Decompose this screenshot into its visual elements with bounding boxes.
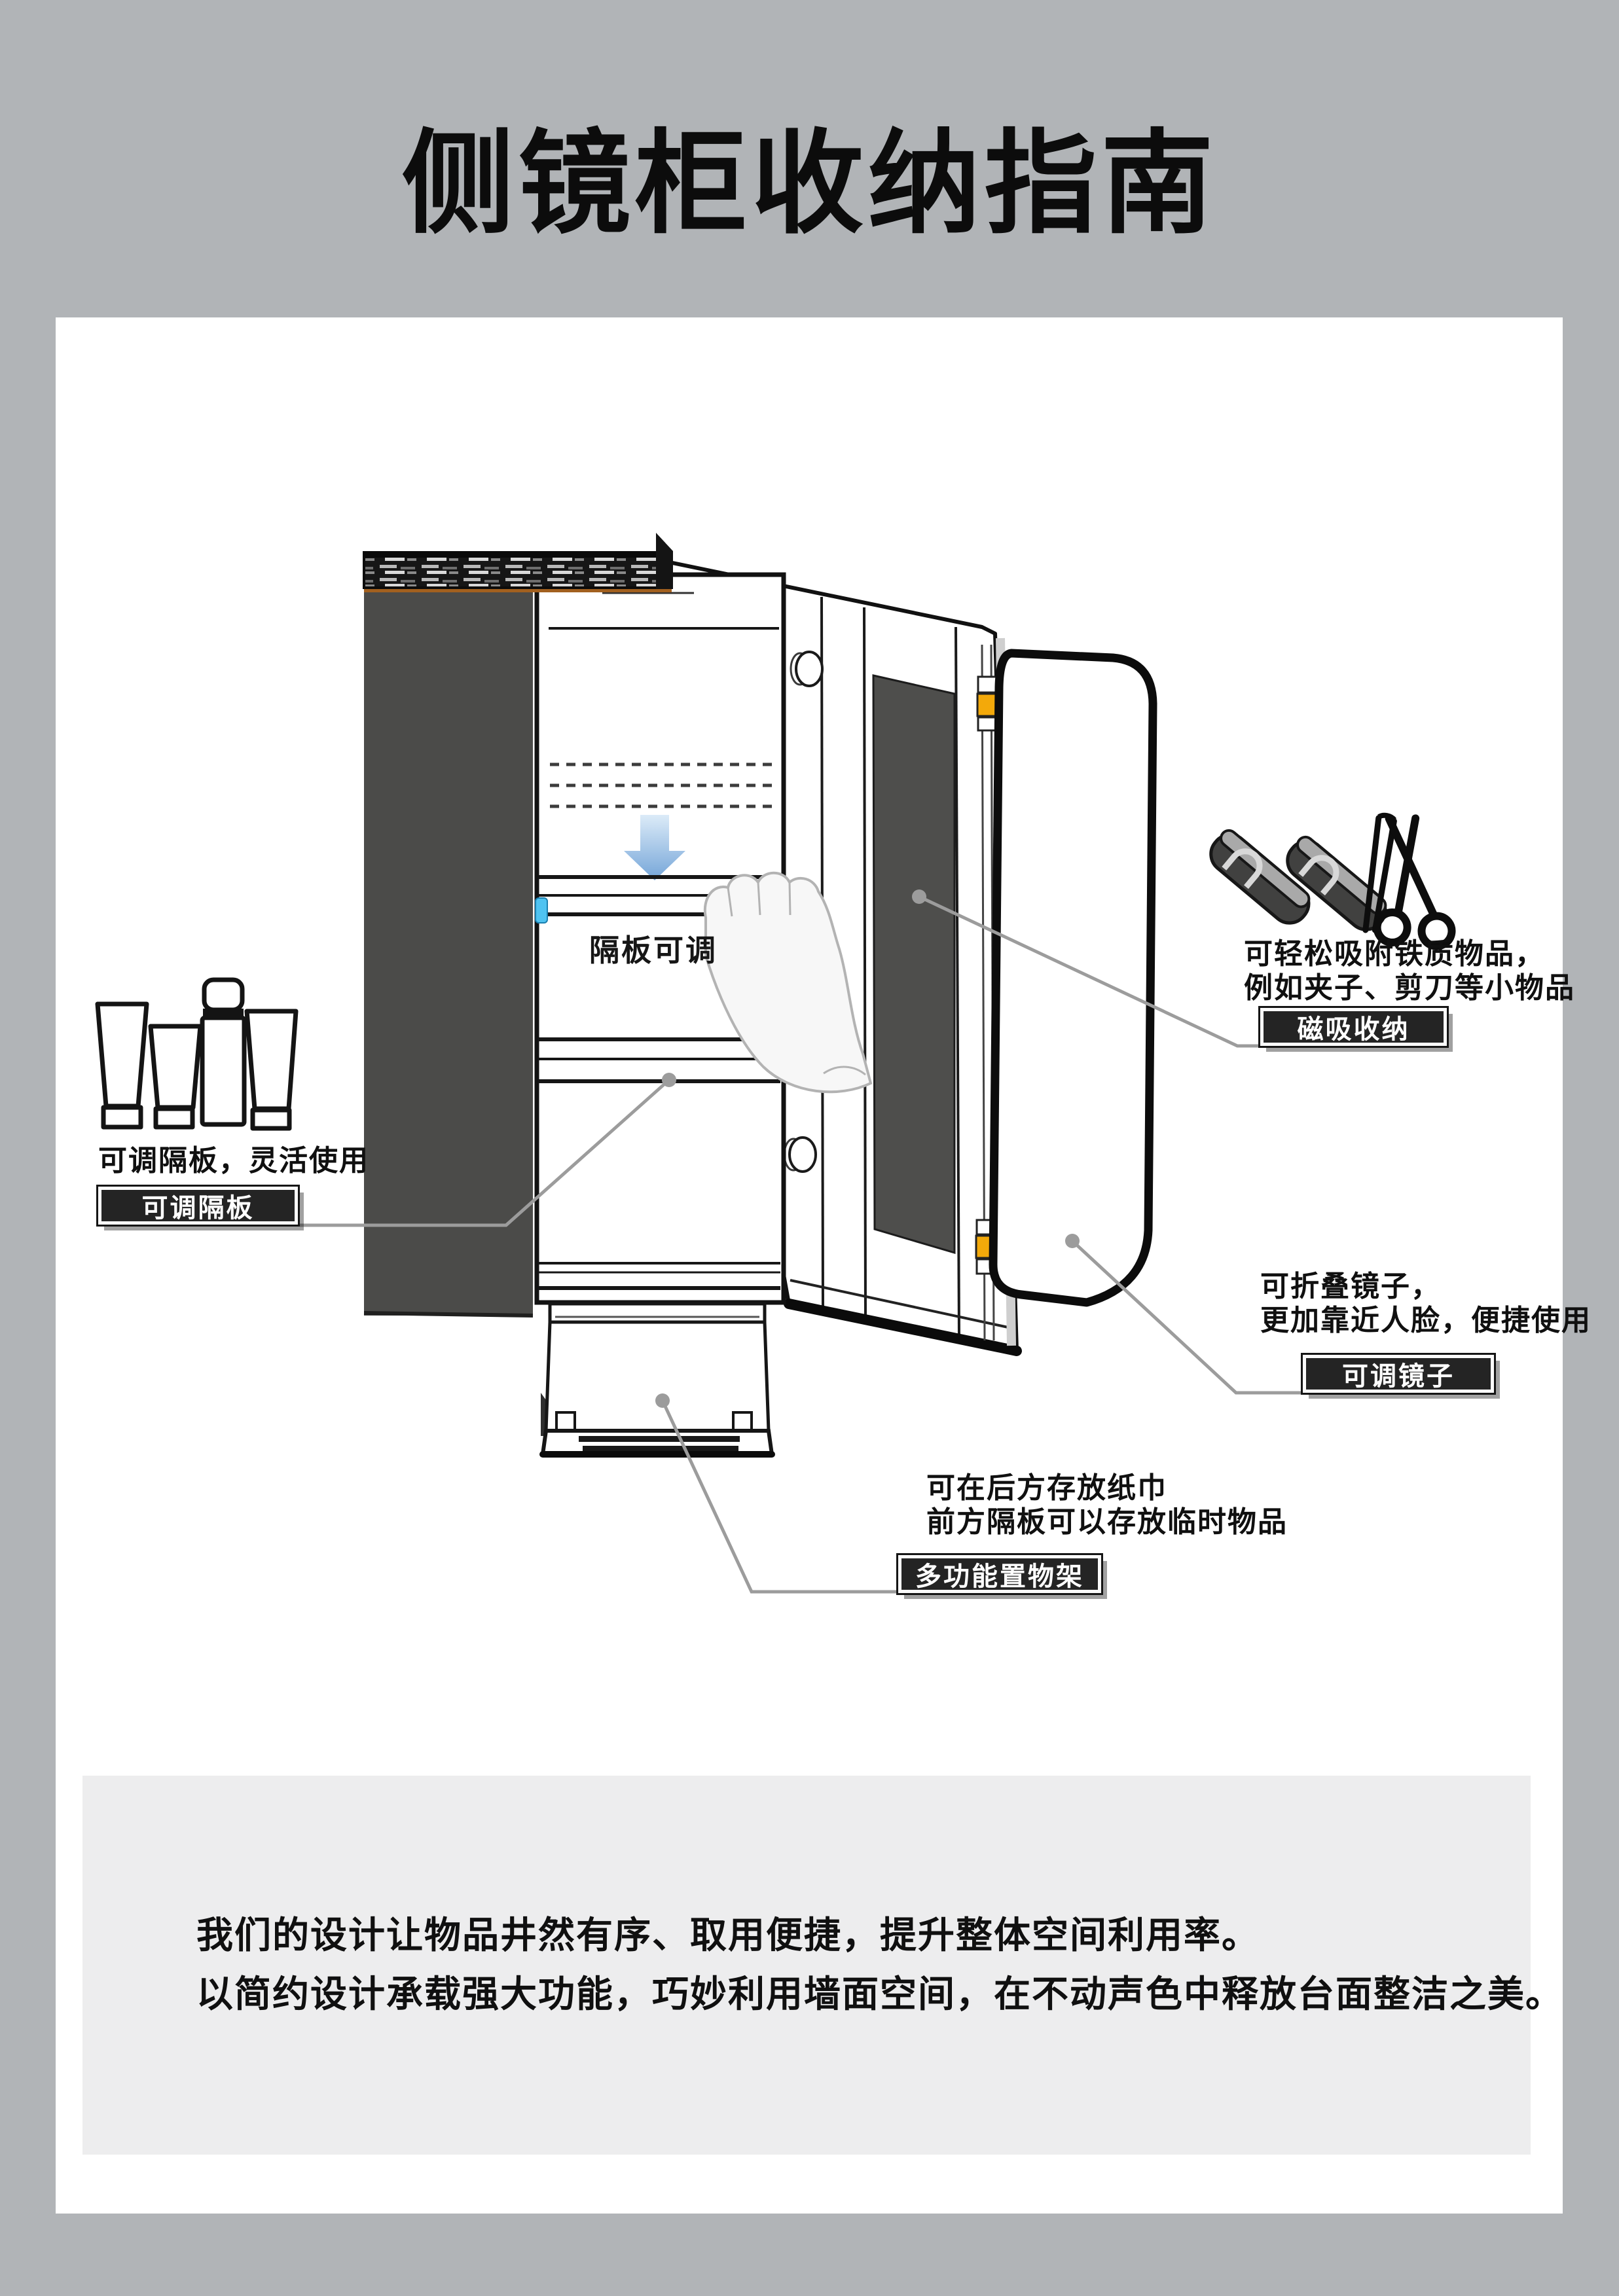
- thermos-icon: [200, 977, 247, 1127]
- adjustable-shelf-label: 可调隔板: [96, 1185, 300, 1227]
- multi-shelf-desc-line1: 可在后方存放纸巾: [926, 1472, 1167, 1504]
- hair-clip-icon: [1209, 829, 1311, 925]
- footer-box: [82, 1776, 1531, 2155]
- down-arrow-icon: [624, 815, 685, 880]
- hand-icon: [703, 871, 873, 1094]
- footer-line2: 以简约设计承载强大功能，巧妙利用墙面空间，在不动声色中释放台面整洁之美。: [196, 1973, 1563, 2015]
- fold-out-mirror: [989, 649, 1157, 1307]
- shelf-clip-icon: [535, 897, 548, 924]
- foldable-mirror-label: 可调镜子: [1301, 1353, 1496, 1395]
- scissors-icon: [1373, 814, 1456, 950]
- hinge-icon: [976, 675, 998, 732]
- mirror-glass: [872, 674, 956, 1255]
- cosmetic-tube-icon: [95, 1001, 149, 1130]
- shelf-adjustable-note: 隔板可调: [589, 933, 718, 967]
- magnetic-storage-label: 磁吸收纳: [1258, 1006, 1449, 1048]
- foldable-mirror-desc-line2: 更加靠近人脸，便捷使用: [1260, 1304, 1592, 1336]
- hair-clip-icon: [1286, 835, 1387, 931]
- page-title: 侧镜柜收纳指南: [401, 121, 1218, 247]
- footer-text: 我们的设计让物品井然有序、取用便捷，提升整体空间利用率。 以简约设计承载强大功能…: [196, 1906, 1563, 2024]
- multi-shelf-label: 多功能置物架: [896, 1553, 1103, 1595]
- cosmetic-tube-icon: [148, 1024, 203, 1130]
- cabinet-side-panel: [364, 590, 533, 1316]
- leader-lines: [300, 895, 1304, 1594]
- footer-line1: 我们的设计让物品井然有序、取用便捷，提升整体空间利用率。: [196, 1914, 1260, 1956]
- pull-out-tray: [539, 1302, 775, 1458]
- adjustable-shelf-desc: 可调隔板，灵活使用: [98, 1145, 369, 1177]
- foldable-mirror-desc-line1: 可折叠镜子，: [1260, 1270, 1441, 1302]
- leader-dots: [655, 889, 1080, 1408]
- magnetic-storage-desc-line2: 例如夹子、剪刀等小物品: [1244, 972, 1575, 1004]
- cosmetic-tube-icon: [244, 1009, 299, 1131]
- cabinet-top-trim: [363, 533, 673, 592]
- multi-shelf-desc-line2: 前方隔板可以存放临时物品: [926, 1506, 1288, 1538]
- magnetic-storage-desc-line1: 可轻松吸附铁质物品，: [1244, 938, 1545, 970]
